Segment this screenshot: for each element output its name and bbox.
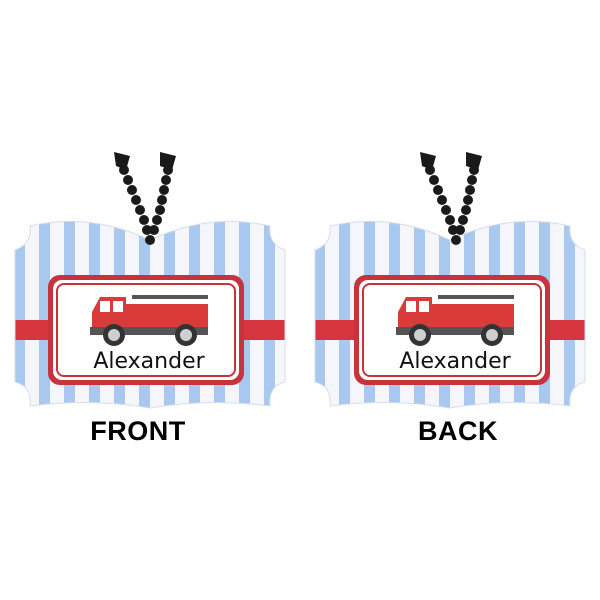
- back-label: BACK: [418, 416, 498, 446]
- fire-truck-icon: [90, 295, 208, 346]
- fire-truck-icon: [396, 295, 514, 346]
- ornament-back: Alexander BACK: [300, 0, 600, 600]
- ornament-front-graphic: Alexander: [14, 152, 286, 409]
- front-label: FRONT: [90, 416, 186, 446]
- ornament-name-text: Alexander: [93, 349, 205, 374]
- ornament-front: Alexander FRONT: [14, 152, 286, 446]
- ornament-back-graphic: Alexander: [314, 152, 586, 409]
- ball-chain-icon: [114, 152, 176, 245]
- ball-chain-icon: [420, 152, 482, 245]
- ornament-name-text: Alexander: [399, 349, 511, 374]
